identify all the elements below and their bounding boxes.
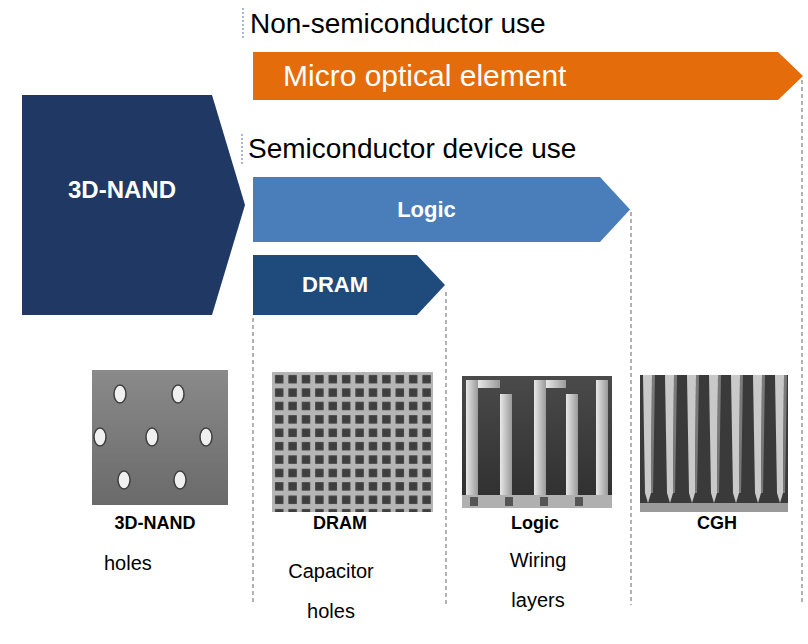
usage-arrow-band: DRAM	[253, 255, 445, 315]
image-caption: DRAM	[265, 512, 415, 535]
image-caption: CGH	[642, 512, 792, 535]
technology-pentagon: 3D-NAND	[22, 95, 245, 315]
band-label: 3D-NAND	[68, 176, 176, 204]
image-caption: Capacitor holes	[272, 551, 390, 631]
usage-arrow-band: Logic	[253, 177, 630, 242]
category-heading: Non-semiconductor use	[250, 6, 546, 41]
band-label: Micro optical element	[283, 59, 566, 93]
category-heading: Semiconductor device use	[248, 131, 576, 166]
arrow-shape	[22, 95, 245, 315]
image-caption: 3D-NAND	[80, 512, 230, 535]
usage-arrow-band: Micro optical element	[253, 52, 803, 100]
image-caption: holes	[104, 551, 194, 576]
band-label: Logic	[397, 197, 456, 223]
image-caption: Logic	[460, 512, 610, 535]
band-label: DRAM	[302, 272, 368, 298]
image-caption: Wiring layers	[488, 540, 588, 620]
